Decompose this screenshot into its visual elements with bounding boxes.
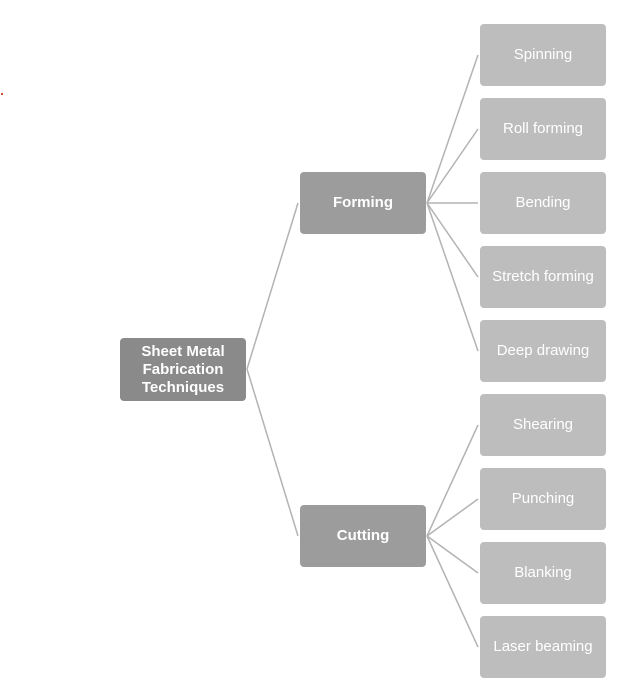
leaf-node-stretch-forming: Stretch forming (480, 246, 606, 308)
connector-cutting-blanking (426, 535, 479, 574)
leaf-label: Laser beaming (493, 638, 593, 655)
branch-node-forming: Forming (300, 172, 426, 234)
branch-label-forming: Forming (333, 194, 393, 211)
root-node: Sheet Metal Fabrication Techniques (120, 338, 246, 401)
connector-root-forming (246, 202, 299, 370)
branch-label-cutting: Cutting (336, 527, 390, 544)
leaf-label: Bending (515, 194, 571, 211)
leaf-label: Shearing (512, 416, 574, 433)
leaf-node-laser-beaming: Laser beaming (480, 616, 606, 678)
leaf-label: Roll forming (502, 120, 584, 137)
leaf-label: Punching (511, 490, 575, 507)
leaf-node-deep-drawing: Deep drawing (480, 320, 606, 382)
leaf-node-bending: Bending (480, 172, 606, 234)
connector-cutting-shearing (426, 424, 479, 537)
connector-forming-roll-forming (426, 128, 479, 204)
leaf-label: Blanking (514, 564, 572, 581)
root-label-line-2: Fabrication (142, 360, 224, 378)
root-label-line-1: Sheet Metal (141, 342, 225, 360)
leaf-node-punching: Punching (480, 468, 606, 530)
leaf-node-spinning: Spinning (480, 24, 606, 86)
leaf-label: Deep drawing (496, 342, 590, 359)
leaf-label: Stretch forming (492, 268, 594, 285)
leaf-node-shearing: Shearing (480, 394, 606, 456)
connector-cutting-laser-beaming (426, 535, 479, 648)
leaf-node-roll-forming: Roll forming (480, 98, 606, 160)
connector-forming-spinning (426, 54, 479, 204)
branch-node-cutting: Cutting (300, 505, 426, 567)
connector-forming-stretch-forming (426, 202, 479, 278)
connector-root-cutting (246, 368, 299, 537)
connector-forming-deep-drawing (426, 202, 479, 352)
connector-cutting-punching (426, 498, 479, 537)
root-label-line-3: Techniques (141, 378, 225, 396)
leaf-node-blanking: Blanking (480, 542, 606, 604)
root-label: Sheet Metal Fabrication Techniques (141, 343, 224, 397)
leaf-label: Spinning (513, 46, 573, 63)
stray-mark (1, 93, 3, 95)
